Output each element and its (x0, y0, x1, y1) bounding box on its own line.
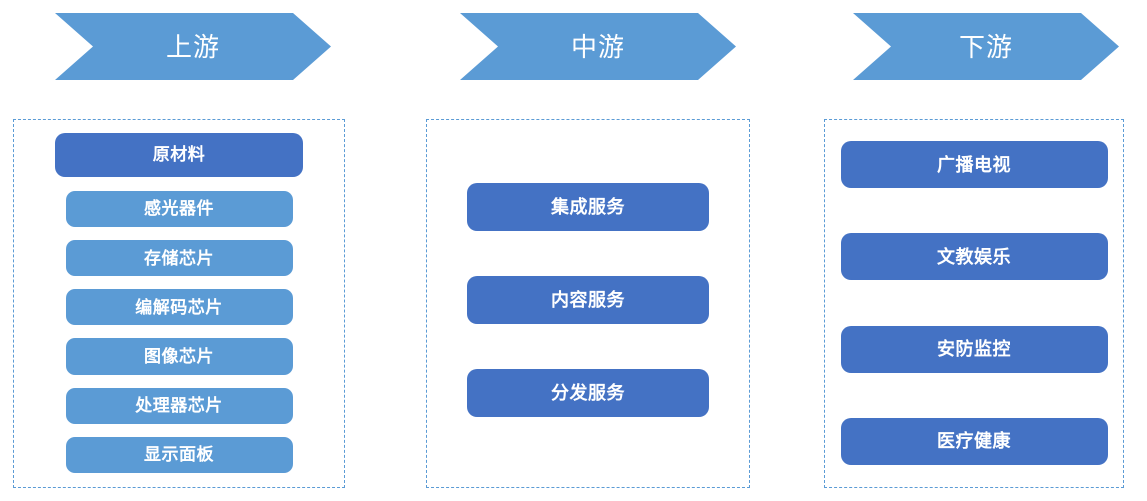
chain-item-distribution-service[interactable]: 分发服务 (467, 369, 709, 417)
chain-column-downstream: 下游 广播电视 文教娱乐 安防监控 医疗健康 (790, 0, 1147, 501)
chain-item-display-panel[interactable]: 显示面板 (65, 436, 293, 474)
chain-item-label: 编解码芯片 (135, 297, 223, 317)
chain-item-processor-chip[interactable]: 处理器芯片 (65, 387, 293, 424)
stage-banner-upstream: 上游 (55, 13, 331, 80)
chain-item-label: 内容服务 (551, 290, 625, 310)
stage-panel-downstream: 广播电视 文教娱乐 安防监控 医疗健康 (824, 119, 1124, 488)
stage-panel-upstream: 原材料 感光器件 存储芯片 编解码芯片 图像芯片 处理器芯片 显 (13, 119, 345, 488)
chain-item-medical-health[interactable]: 医疗健康 (840, 417, 1108, 465)
chain-item-label: 存储芯片 (144, 248, 214, 268)
chain-item-label: 广播电视 (937, 154, 1011, 175)
chain-item-content-service[interactable]: 内容服务 (467, 276, 709, 324)
chain-item-label: 图像芯片 (144, 347, 214, 367)
chain-item-label: 分发服务 (551, 383, 625, 403)
chain-item-integration-service[interactable]: 集成服务 (467, 183, 709, 231)
chain-item-label: 文教娱乐 (937, 246, 1011, 267)
stage-panel-midstream: 集成服务 内容服务 分发服务 (426, 119, 750, 488)
chain-item-memory-chip[interactable]: 存储芯片 (65, 240, 293, 277)
stage-banner-label-downstream: 下游 (958, 31, 1013, 62)
chain-item-broadcast-tv[interactable]: 广播电视 (840, 141, 1108, 188)
chain-item-raw-materials[interactable]: 原材料 (55, 133, 303, 177)
stage-banner-downstream: 下游 (853, 13, 1119, 80)
chain-column-midstream: 中游 集成服务 内容服务 分发服务 (400, 0, 790, 501)
chain-item-codec-chip[interactable]: 编解码芯片 (65, 289, 293, 326)
chain-item-label: 集成服务 (551, 197, 625, 217)
stage-banner-label-midstream: 中游 (570, 31, 625, 62)
stage-items-midstream: 集成服务 内容服务 分发服务 (427, 120, 749, 487)
stage-banner-label-upstream: 上游 (165, 31, 220, 62)
chain-item-culture-education-entertainment[interactable]: 文教娱乐 (840, 233, 1108, 281)
chain-item-image-chip[interactable]: 图像芯片 (65, 338, 293, 375)
stage-items-downstream: 广播电视 文教娱乐 安防监控 医疗健康 (825, 120, 1123, 487)
chain-item-label: 显示面板 (144, 445, 214, 465)
chain-item-label: 处理器芯片 (135, 396, 223, 416)
stage-items-upstream: 原材料 感光器件 存储芯片 编解码芯片 图像芯片 处理器芯片 显 (14, 120, 344, 487)
chain-item-label: 原材料 (152, 145, 206, 165)
chain-item-photosensitive-device[interactable]: 感光器件 (65, 190, 293, 228)
chain-item-label: 医疗健康 (937, 431, 1011, 452)
chain-item-label: 安防监控 (937, 339, 1011, 360)
chain-item-security-surveillance[interactable]: 安防监控 (840, 325, 1108, 373)
chain-column-upstream: 上游 原材料 感光器件 存储芯片 编解码芯片 图像芯片 (0, 0, 400, 501)
chain-item-label: 感光器件 (144, 199, 214, 219)
stage-banner-midstream: 中游 (460, 13, 736, 80)
